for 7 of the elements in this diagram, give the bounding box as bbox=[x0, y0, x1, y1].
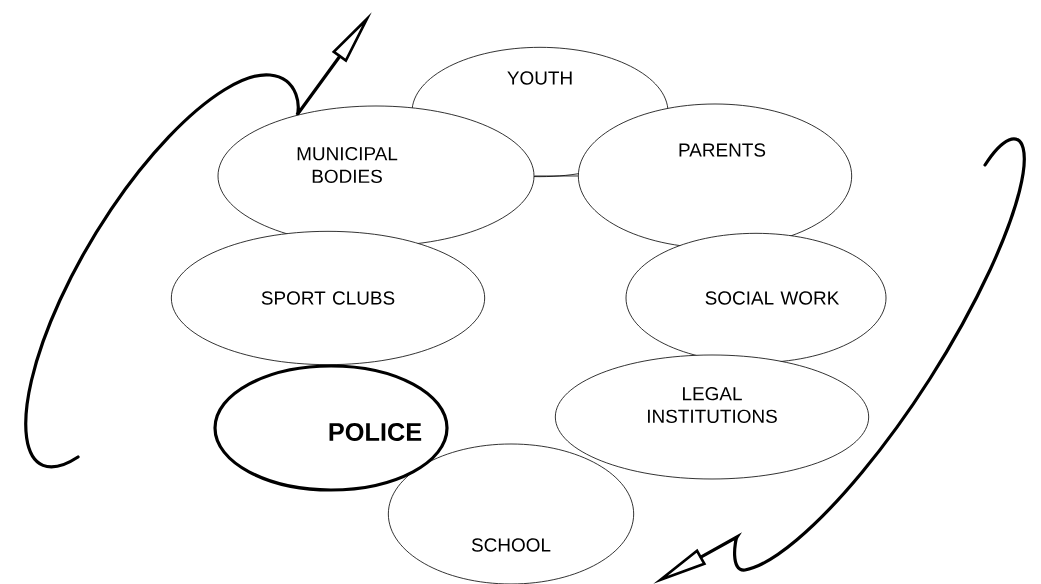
connector-line bbox=[534, 175, 579, 177]
ellipse-node: POLICE bbox=[213, 364, 449, 492]
ellipse-node: SOCIAL WORK bbox=[625, 232, 887, 364]
ellipse-node: SPORT CLUBS bbox=[170, 230, 486, 366]
ellipse-node: LEGAL INSTITUTIONS bbox=[554, 354, 870, 480]
ellipse-node: PARENTS bbox=[577, 103, 853, 249]
ellipse-node: MUNICIPAL BODIES bbox=[217, 105, 535, 247]
